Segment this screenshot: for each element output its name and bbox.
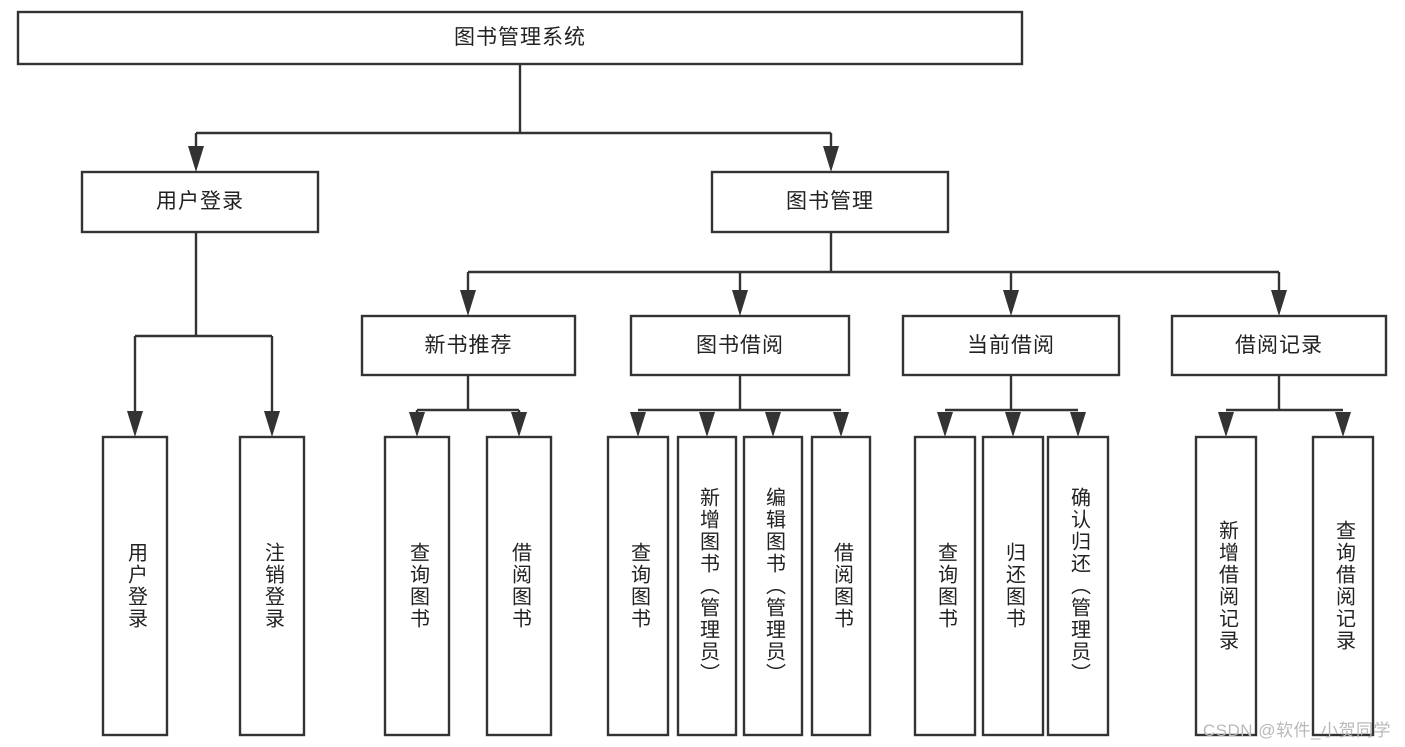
arrowhead-leaf-confirm-return <box>1070 412 1086 437</box>
node-book-manage-box[interactable] <box>710 170 950 234</box>
node-book-borrow-box[interactable] <box>629 314 851 377</box>
arrowhead-leaf-add-book <box>699 412 715 437</box>
arrowhead-to-new-book-recommend <box>460 290 476 316</box>
arrowhead-leaf-query-record <box>1335 412 1351 437</box>
node-leaf-user-login-box[interactable] <box>101 435 169 737</box>
node-root-box[interactable] <box>16 10 1024 66</box>
arrowhead-leaf-return-book <box>1005 412 1021 437</box>
arrowhead-leaf-borrow-book-1 <box>511 412 527 437</box>
node-leaf-return-book-box[interactable] <box>981 435 1045 737</box>
arrowhead-leaf-borrow-book-2 <box>833 412 849 437</box>
node-user-login-box[interactable] <box>80 170 320 234</box>
node-leaf-edit-book-box[interactable] <box>742 435 804 737</box>
node-leaf-query-book-3-box[interactable] <box>913 435 977 737</box>
arrowhead-leaf-user-login <box>127 411 143 437</box>
node-leaf-confirm-return-box[interactable] <box>1046 435 1110 737</box>
arrowhead-leaf-logout-login <box>264 411 280 437</box>
node-leaf-add-record-box[interactable] <box>1194 435 1258 737</box>
arrowhead-leaf-query-book-1 <box>409 412 425 437</box>
node-current-borrow-box[interactable] <box>901 314 1121 377</box>
node-leaf-query-record-box[interactable] <box>1311 435 1375 737</box>
arrowhead-to-book-borrow <box>732 290 748 316</box>
node-new-book-recommend-box[interactable] <box>360 314 577 377</box>
arrowhead-to-borrow-record <box>1271 290 1287 316</box>
node-leaf-logout-login-box[interactable] <box>238 435 306 737</box>
node-borrow-record-box[interactable] <box>1170 314 1388 377</box>
arrowhead-to-current-borrow <box>1003 290 1019 316</box>
arrowhead-leaf-query-book-3 <box>937 412 953 437</box>
node-leaf-borrow-book-1-box[interactable] <box>485 435 553 737</box>
arrowhead-to-user-login <box>188 146 204 172</box>
arrowhead-to-book-manage <box>823 146 839 172</box>
node-leaf-add-book-box[interactable] <box>676 435 738 737</box>
node-leaf-query-book-1-box[interactable] <box>383 435 451 737</box>
node-leaf-borrow-book-2-box[interactable] <box>810 435 872 737</box>
arrowhead-leaf-query-book-2 <box>630 412 646 437</box>
arrowhead-leaf-edit-book <box>765 412 781 437</box>
arrowhead-leaf-add-record <box>1218 412 1234 437</box>
node-leaf-query-book-2-box[interactable] <box>606 435 670 737</box>
csdn-watermark: CSDN @软件_小贺同学 <box>1202 721 1391 740</box>
